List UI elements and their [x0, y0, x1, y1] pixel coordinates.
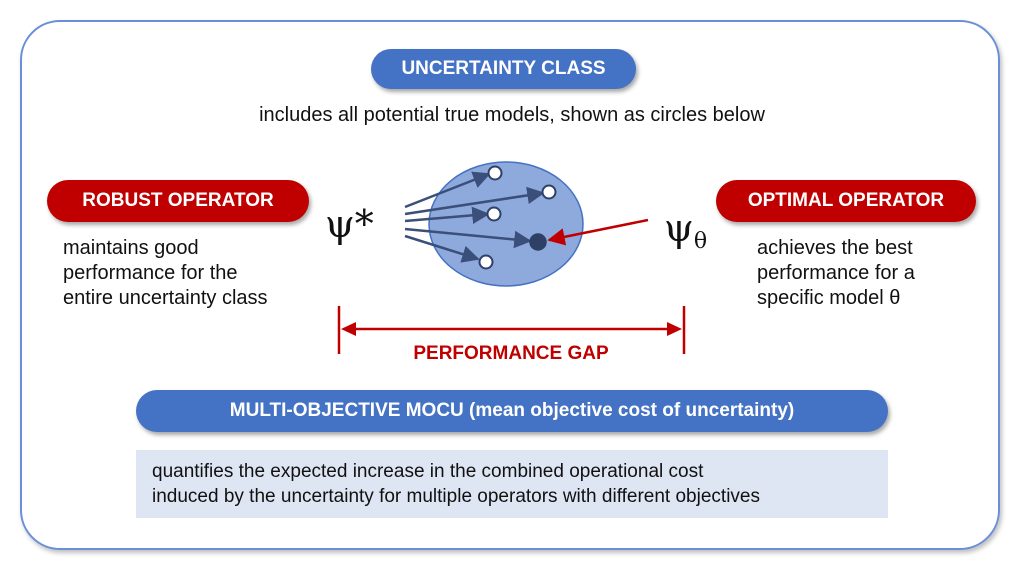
- optimal-symbol-psi: ψ: [664, 206, 694, 250]
- robust-operator-description: maintains good performance for the entir…: [63, 236, 323, 311]
- diagram-frame: [20, 20, 1000, 550]
- robust-operator-label: ROBUST OPERATOR: [47, 180, 309, 222]
- optimal-desc-line: performance for a: [757, 262, 915, 284]
- mocu-description-box: quantifies the expected increase in the …: [136, 450, 888, 518]
- optimal-model-arrow: [547, 218, 649, 246]
- optimal-symbol-subscript: θ: [694, 229, 707, 254]
- model-arrow: [404, 227, 532, 249]
- robust-operator-symbol: ψ*: [325, 202, 374, 246]
- optimal-operator-symbol: ψθ: [664, 206, 707, 254]
- model-circle: [487, 165, 503, 181]
- gap-arrowhead-right: [667, 322, 682, 336]
- model-arrow: [404, 206, 490, 225]
- model-circle: [486, 206, 502, 222]
- mocu-label: MULTI-OBJECTIVE MOCU (mean objective cos…: [136, 390, 888, 432]
- model-arrow: [404, 186, 545, 216]
- model-circle: [541, 184, 557, 200]
- optimal-operator-label: OPTIMAL OPERATOR: [716, 180, 976, 222]
- model-arrow: [404, 234, 480, 263]
- robust-desc-line: performance for the: [63, 262, 238, 284]
- model-circle: [478, 254, 494, 270]
- uncertainty-class-label: UNCERTAINTY CLASS: [371, 49, 636, 89]
- performance-gap-label: PERFORMANCE GAP: [413, 343, 609, 364]
- optimal-operator-description: achieves the best performance for a spec…: [757, 236, 987, 311]
- uncertainty-class-ellipse: [428, 161, 584, 287]
- gap-arrowhead-left: [341, 322, 356, 336]
- uncertainty-class-description: includes all potential true models, show…: [259, 104, 765, 126]
- mocu-desc-line: induced by the uncertainty for multiple …: [152, 486, 760, 507]
- mocu-desc-line: quantifies the expected increase in the …: [152, 461, 704, 482]
- optimal-desc-line: specific model θ: [757, 287, 901, 309]
- robust-desc-line: entire uncertainty class: [63, 287, 268, 309]
- model-arrow: [404, 171, 491, 209]
- robust-desc-line: maintains good: [63, 237, 199, 259]
- specific-model-circle: [529, 233, 547, 251]
- optimal-desc-line: achieves the best: [757, 237, 913, 259]
